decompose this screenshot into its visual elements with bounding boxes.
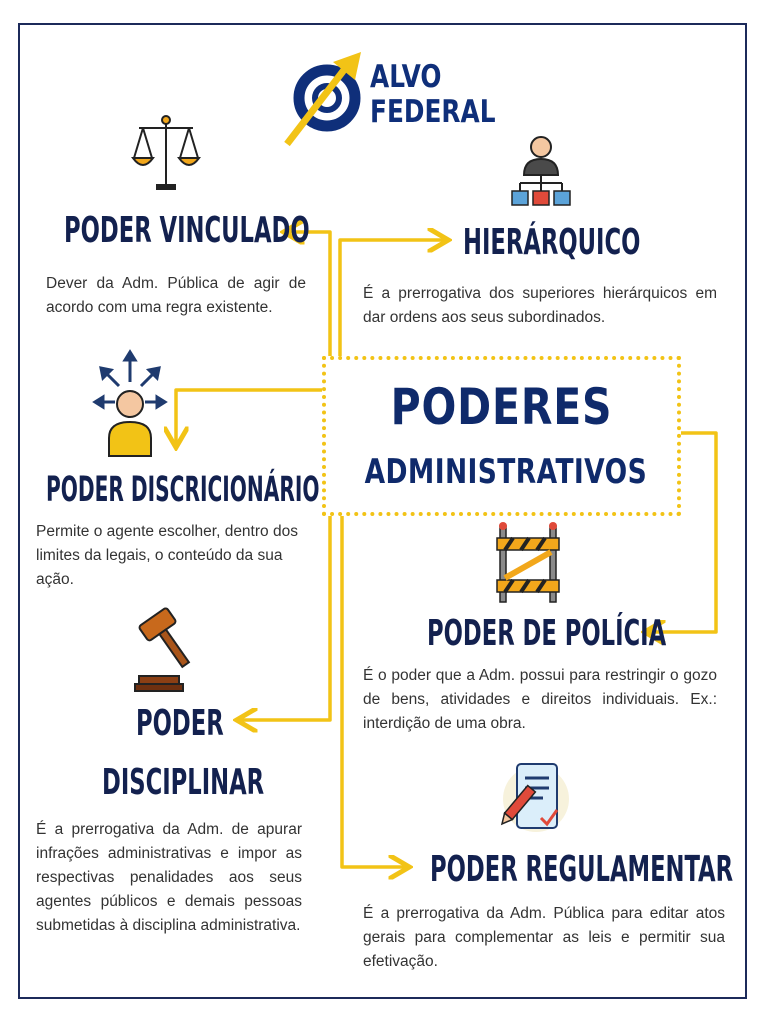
brand-line-1: ALVO	[370, 59, 442, 95]
center-title-line2: ADMINISTRATIVOS	[364, 452, 648, 492]
arrow-to-regulamentar	[340, 516, 406, 867]
heading-poder-regulamentar: PODER REGULAMENTAR	[430, 849, 734, 890]
org-chart-person-icon	[511, 136, 571, 206]
text-hierarquico: É a prerrogativa dos superiores hierárqu…	[363, 285, 717, 326]
text-poder-vinculado: Dever da Adm. Pública de agir de acordo …	[46, 275, 306, 316]
heading-poder-disciplinar-line1: PODER	[136, 703, 224, 744]
text-poder-disciplinar: É a prerrogativa da Adm. de apurar infra…	[36, 821, 302, 934]
arrow-to-hierarquico	[338, 240, 445, 356]
arrow-to-vinculado	[287, 232, 332, 356]
gavel-icon	[134, 607, 191, 692]
heading-poder-disciplinar-line2: DISCIPLINAR	[102, 762, 265, 803]
heading-poder-vinculado: PODER VINCULADO	[64, 210, 310, 251]
arrow-to-disciplinar	[240, 516, 332, 720]
target-arrow-logo-icon	[284, 52, 361, 147]
document-pen-icon	[500, 763, 569, 832]
center-title-box: PODERES ADMINISTRATIVOS	[322, 356, 681, 516]
heading-hierarquico: HIERÁRQUICO	[463, 222, 641, 263]
heading-poder-discricionario: PODER DISCRICIONÁRIO	[46, 470, 320, 510]
text-poder-discricionario: Permite o agente escolher, dentro dos li…	[36, 523, 298, 588]
page-frame	[18, 23, 747, 999]
arrow-to-discricionario	[176, 388, 322, 444]
barrier-icon	[496, 522, 560, 603]
text-poder-regulamentar: É a prerrogativa da Adm. Pública para ed…	[363, 905, 725, 970]
brand-logo-text: ALVO FEDERAL	[370, 60, 496, 130]
heading-poder-de-policia: PODER DE POLÍCIA	[427, 613, 667, 654]
text-poder-de-policia: É o poder que a Adm. possui para restrin…	[363, 667, 717, 732]
scales-of-justice-icon	[131, 115, 201, 190]
arrow-to-policia	[648, 431, 718, 632]
center-title-line1: PODERES	[390, 378, 613, 436]
brand-line-2: FEDERAL	[370, 94, 496, 130]
person-choices-arrows-icon	[92, 349, 168, 457]
